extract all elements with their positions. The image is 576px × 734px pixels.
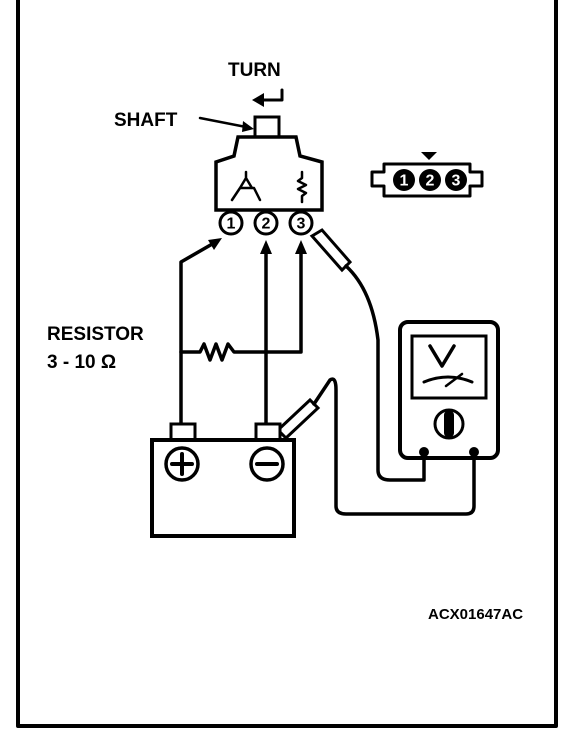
svg-text:2: 2 xyxy=(262,216,271,233)
sensor-shaft xyxy=(253,115,281,139)
turn-arrow-head xyxy=(252,93,264,107)
multimeter xyxy=(398,320,500,460)
voltage-icon xyxy=(422,344,474,388)
sensor-resistor-symbol xyxy=(296,170,308,204)
battery-negative-terminal xyxy=(249,446,285,482)
multimeter-jack-right xyxy=(469,447,479,457)
arrow-pin3 xyxy=(295,240,307,254)
shaft-leader-line xyxy=(198,116,248,129)
probe-pin3-wire xyxy=(344,264,426,482)
sensor-switch-symbol xyxy=(230,170,262,202)
sensor-pin-3: 3 xyxy=(288,210,314,236)
arrow-pin1 xyxy=(208,238,222,250)
resistor-label: RESISTOR xyxy=(47,324,144,345)
sensor-body xyxy=(214,135,324,212)
svg-text:3: 3 xyxy=(297,216,306,233)
svg-text:1: 1 xyxy=(400,173,409,190)
sensor-pin-2: 2 xyxy=(253,210,279,236)
shaft-label: SHAFT xyxy=(114,110,178,131)
arrow-pin2 xyxy=(260,240,272,254)
shaft-leader-head xyxy=(242,121,254,132)
connector-view: 1 2 3 xyxy=(370,152,484,198)
svg-text:2: 2 xyxy=(426,173,435,190)
figure-code: ACX01647AC xyxy=(428,606,523,623)
wire-pin1-battery-positive xyxy=(179,241,216,430)
selector-knob-icon xyxy=(433,408,465,440)
probe-battery-negative-wire xyxy=(312,377,476,516)
svg-text:3: 3 xyxy=(452,173,461,190)
turn-arrow-icon xyxy=(260,88,284,102)
svg-text:1: 1 xyxy=(227,216,236,233)
multimeter-jack-left xyxy=(419,447,429,457)
resistor-value-label: 3 - 10 Ω xyxy=(47,352,116,373)
probe-battery-negative xyxy=(275,397,321,441)
sensor-pin-1: 1 xyxy=(218,210,244,236)
probe-pin3 xyxy=(309,228,353,273)
battery xyxy=(150,422,296,538)
battery-positive-terminal xyxy=(164,446,200,482)
frame-border xyxy=(16,0,558,728)
turn-label: TURN xyxy=(228,60,281,81)
wire-pin3-resistor xyxy=(179,250,303,362)
